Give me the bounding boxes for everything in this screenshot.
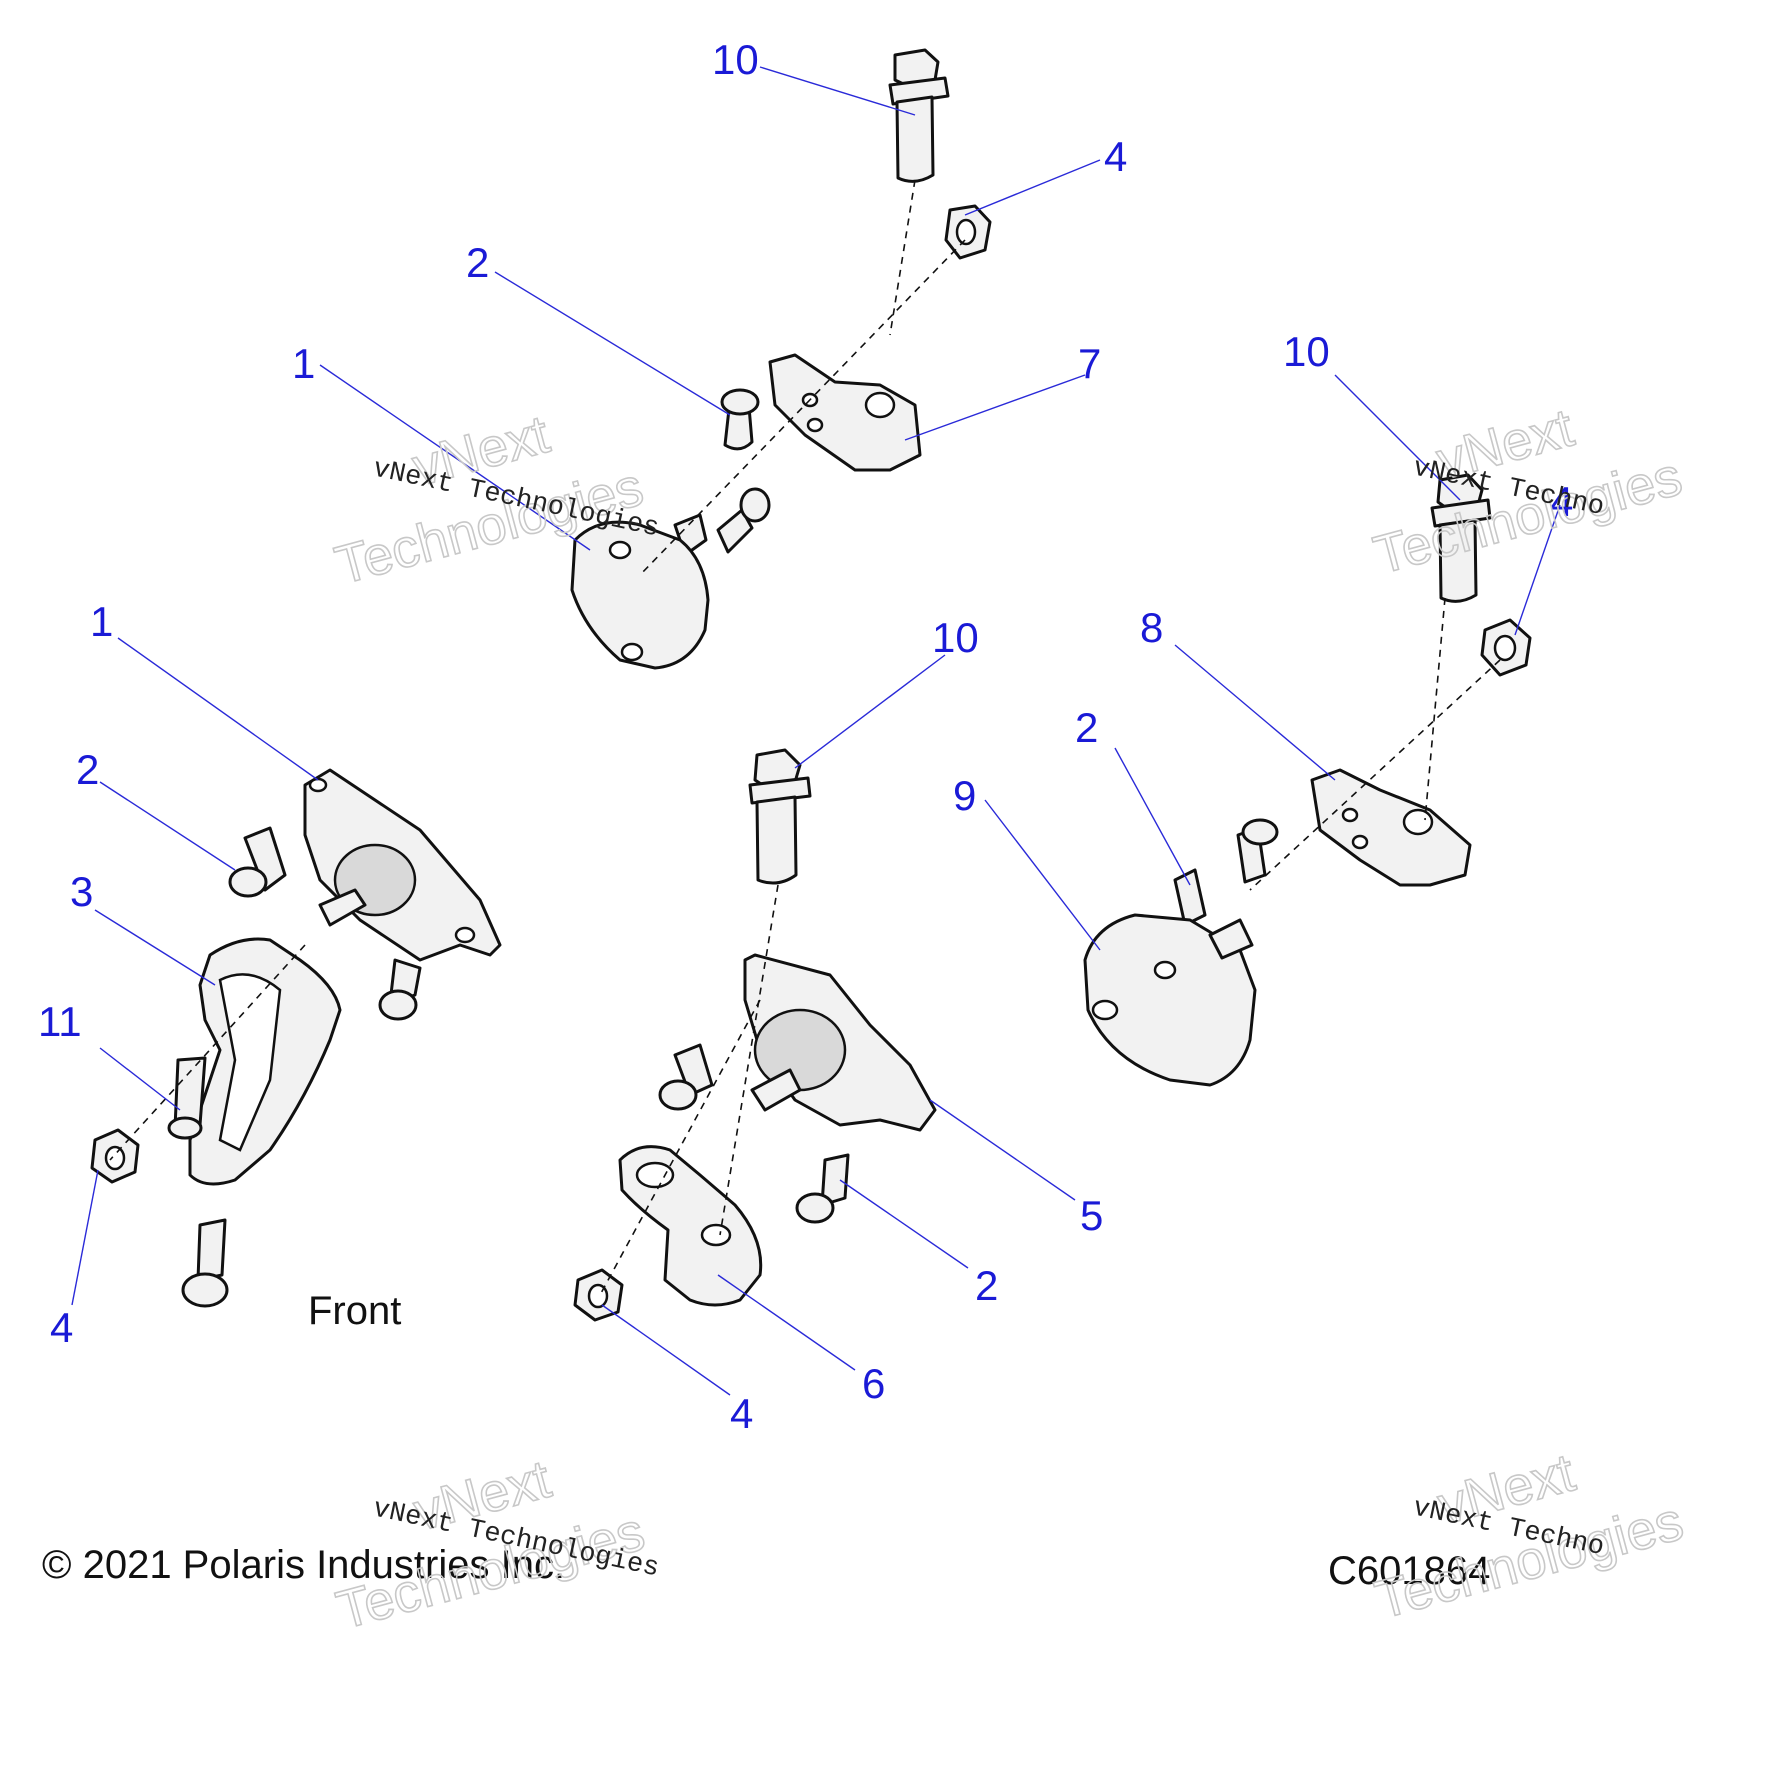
isolator-mount-top-1 bbox=[570, 520, 710, 670]
mount-plate-7 bbox=[768, 353, 922, 472]
flange-nut-left-4 bbox=[90, 1128, 140, 1184]
stud-pair-top bbox=[673, 487, 771, 557]
callout-2-right: 2 bbox=[1075, 704, 1098, 751]
flange-bolt-top bbox=[888, 48, 950, 183]
callout-10-center: 10 bbox=[932, 614, 979, 661]
mount-clamp-6 bbox=[618, 1145, 763, 1307]
callout-1-top: 1 bbox=[292, 340, 315, 387]
flange-nut-right bbox=[1480, 618, 1532, 677]
callout-8: 8 bbox=[1140, 604, 1163, 651]
callout-2-top: 2 bbox=[466, 239, 489, 286]
button-bolt-left-2 bbox=[228, 826, 287, 898]
callout-4-top: 4 bbox=[1104, 133, 1127, 180]
stud-11 bbox=[167, 1056, 207, 1140]
button-bolt-top-2 bbox=[720, 388, 760, 451]
callout-2-center: 2 bbox=[975, 1262, 998, 1309]
callout-11: 11 bbox=[38, 998, 82, 1045]
button-bolt-pair-right-2 bbox=[1173, 818, 1279, 927]
diagram-code: C601864 bbox=[1328, 1549, 1490, 1593]
flange-nut-top bbox=[944, 204, 992, 260]
button-bolt-left-bottom bbox=[181, 1218, 229, 1308]
callout-7: 7 bbox=[1078, 340, 1101, 387]
copyright-text: © 2021 Polaris Industries Inc. bbox=[42, 1543, 565, 1587]
callout-5: 5 bbox=[1080, 1192, 1103, 1239]
callout-10-right: 10 bbox=[1283, 328, 1330, 375]
callout-2-left: 2 bbox=[76, 746, 99, 793]
flange-bolt-center bbox=[748, 748, 812, 885]
callout-4-left: 4 bbox=[50, 1304, 73, 1351]
assembly-lines bbox=[109, 179, 1501, 1296]
button-bolt-center-left bbox=[658, 1043, 714, 1111]
callout-labels: 10 4 2 1 7 10 4 1 2 3 11 4 10 8 2 9 5 2 … bbox=[38, 36, 1573, 1437]
engine-mount-5 bbox=[743, 953, 937, 1132]
flange-bolt-right bbox=[1430, 473, 1492, 603]
flange-nut-center-4 bbox=[573, 1268, 624, 1322]
callout-10-top: 10 bbox=[712, 36, 759, 83]
callout-4-right: 4 bbox=[1550, 478, 1573, 525]
isolator-mount-9 bbox=[1083, 913, 1257, 1087]
front-label: Front bbox=[308, 1289, 401, 1333]
mount-arm-3 bbox=[188, 937, 342, 1186]
mount-plate-8 bbox=[1310, 768, 1472, 887]
callout-4-center: 4 bbox=[730, 1390, 753, 1437]
callout-3: 3 bbox=[70, 868, 93, 915]
leader-lines bbox=[71, 66, 1561, 1396]
callout-9: 9 bbox=[953, 772, 976, 819]
callout-6: 6 bbox=[862, 1360, 885, 1407]
callout-1-left: 1 bbox=[90, 598, 113, 645]
engine-mount-bracket-1 bbox=[303, 768, 502, 962]
button-bolt-left-lower bbox=[378, 958, 422, 1021]
button-bolt-center-right-2 bbox=[795, 1153, 850, 1224]
